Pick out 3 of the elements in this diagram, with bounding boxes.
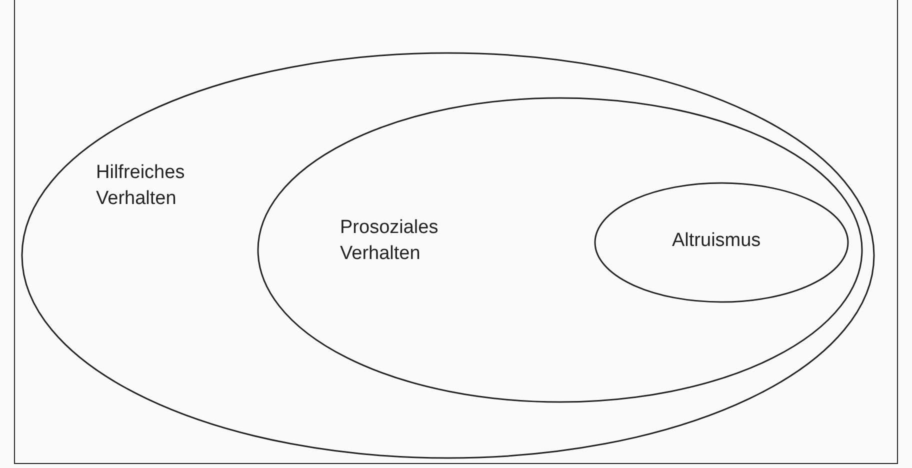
ellipse-label: Altruismus — [672, 229, 762, 253]
ellipse-label: Hilfreiches Verhalten — [96, 161, 186, 211]
ellipse-label: Prosoziales Verhalten — [340, 216, 440, 266]
